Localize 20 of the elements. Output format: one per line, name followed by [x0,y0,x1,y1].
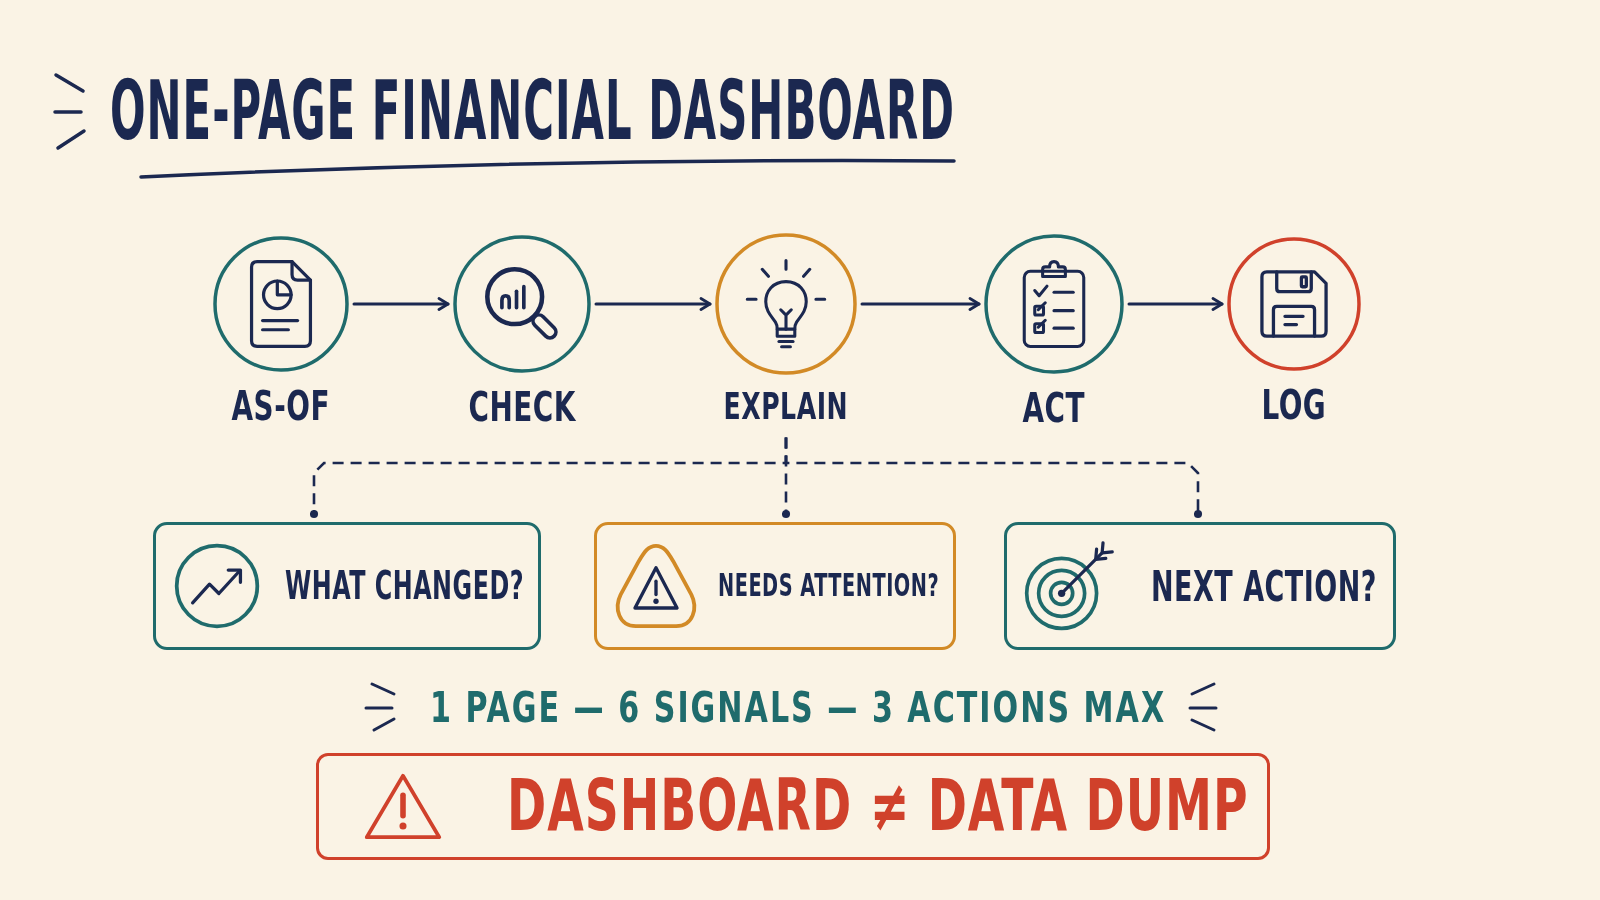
step-label: EXPLAIN [723,389,849,426]
arrow [860,297,981,311]
step-label: LOG [1261,385,1327,426]
question-card [1004,522,1396,650]
arrow [1127,297,1224,311]
step-label: AS-OF [231,386,330,427]
question-text: NEEDS ATTENTION? [718,570,940,602]
dashed-connector [784,437,1203,519]
arrow [594,297,712,311]
question-card [153,522,541,650]
step-label: CHECK [468,387,576,428]
question-card [594,522,956,650]
arrow [352,297,450,311]
banner-text: DASHBOARD ≠ DATA DUMP [507,770,1249,842]
tagline: 1 PAGE — 6 SIGNALS — 3 ACTIONS MAX [430,686,1167,729]
step-label: ACT [1022,388,1086,429]
title: ONE-PAGE FINANCIAL DASHBOARD [110,70,955,152]
question-text: NEXT ACTION? [1151,564,1377,608]
question-text: WHAT CHANGED? [285,566,525,605]
warning-banner [316,753,1270,860]
